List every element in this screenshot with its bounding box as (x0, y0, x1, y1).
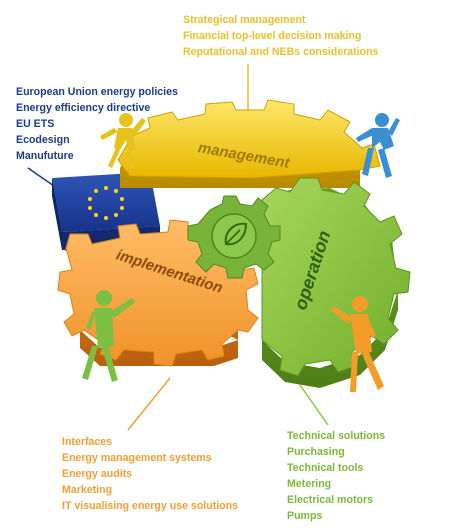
management-item: Strategical management (183, 14, 306, 26)
operation-item: Metering (287, 478, 332, 490)
person-pulling-icon (356, 113, 400, 178)
operation-list: Technical solutions Purchasing Technical… (287, 428, 385, 524)
person-pushing-icon (331, 296, 384, 392)
leaf-icon (224, 222, 248, 246)
implementation-item: IT visualising energy use solutions (62, 500, 239, 512)
implementation-item: Energy management systems (62, 452, 212, 464)
person-pushing-icon (100, 113, 146, 169)
center-gear (187, 195, 281, 279)
management-gear: management (117, 99, 381, 188)
operation-item: Purchasing (287, 446, 345, 458)
eu-policy-item: European Union energy policies (16, 86, 178, 98)
person-pushing-icon (82, 290, 135, 382)
operation-item: Pumps (287, 510, 323, 522)
connector-line-implementation (127, 377, 171, 431)
implementation-list: Interfaces Energy management systems Ene… (62, 434, 238, 514)
operation-gear: operation (261, 177, 411, 388)
implementation-item: Marketing (62, 484, 113, 496)
operation-item: Electrical motors (287, 494, 373, 506)
eu-policy-item: Ecodesign (16, 134, 70, 146)
operation-item: Technical solutions (287, 430, 386, 442)
implementation-item: Interfaces (62, 436, 113, 448)
management-item: Financial top-level decision making (183, 30, 362, 42)
management-list: Strategical management Financial top-lev… (183, 12, 378, 60)
operation-item: Technical tools (287, 462, 364, 474)
connector-line-operation (299, 384, 329, 426)
eu-policy-item: Energy efficiency directive (16, 102, 151, 114)
eu-policy-item: Manufuture (16, 150, 74, 162)
connector-line-eu (27, 167, 55, 187)
eu-policy-item: EU ETS (16, 118, 55, 130)
eu-policy-list: European Union energy policies Energy ef… (16, 84, 178, 164)
implementation-item: Energy audits (62, 468, 133, 480)
management-item: Reputational and NEBs considerations (183, 46, 379, 58)
